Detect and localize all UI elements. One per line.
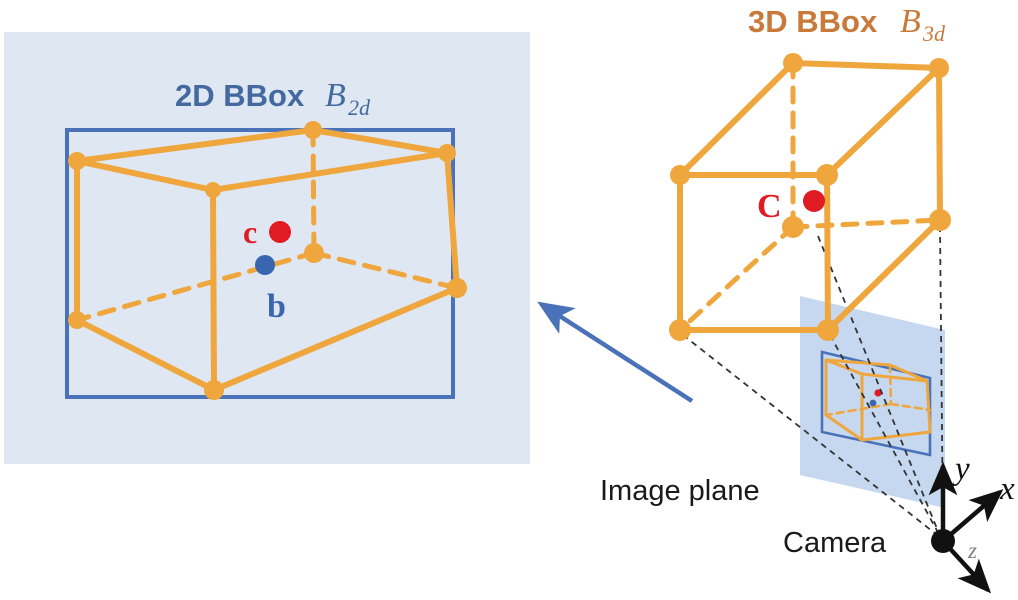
mini-edge-3: [824, 358, 864, 376]
ray-from-front-bottom-right: [829, 334, 942, 539]
image-plane-mini-scene: [820, 350, 932, 457]
vertex3d-back-bottom-right: [929, 209, 951, 231]
axis-x-arrow: [941, 489, 1004, 543]
hidden-edge-vertical-back: [310, 127, 317, 256]
left-panel-title: 2D BBox: [175, 78, 305, 113]
ray-from-center: [817, 235, 941, 537]
edge-bottom-front-right: [211, 285, 460, 393]
axis-z-arrow: [941, 539, 992, 594]
vertex3d-front-top-left: [670, 165, 690, 185]
camera-axes: [928, 461, 1004, 594]
edge-bottom-left-front: [74, 317, 217, 393]
mini-edge-7: [925, 379, 932, 434]
right-3d-panel: 3D BBox B 3d C Image plane Camera x y z: [600, 3, 1015, 594]
edge-top-front-right: [210, 150, 450, 193]
axis-x-label: x: [999, 471, 1015, 507]
mini-cube-edges: [824, 358, 932, 442]
projected-bottom-dot: [255, 255, 275, 275]
vertex-front-bottom-left: [68, 311, 86, 329]
image-plane-label: Image plane: [600, 475, 760, 507]
camera-label: Camera: [783, 527, 887, 559]
mini-edge-8: [824, 413, 864, 442]
mini-hidden-1: [888, 363, 893, 406]
left-panel-title-symbol: B: [325, 77, 346, 114]
edge3d-top-right-diag: [824, 65, 942, 178]
vertex3d-back-top-left: [783, 53, 803, 73]
right-panel-title-subscript: 3d: [922, 21, 946, 46]
mini-projected-center-dot: [874, 389, 882, 397]
vertex-back-top-right: [438, 144, 456, 162]
cube-3d-visible-edges: [677, 60, 943, 333]
cube-3d-vertices: [669, 53, 951, 341]
vertex-back-bottom-right: [447, 278, 467, 298]
mini-hidden-2: [824, 402, 893, 417]
edge3d-front-right-vertical: [824, 172, 831, 333]
edge3d-top-back: [790, 60, 942, 71]
edge-right-vertical: [444, 150, 460, 291]
vertex-front-bottom-center: [204, 380, 224, 400]
vertex3d-front-bottom-right: [817, 319, 839, 341]
vertex-back-bottom-center: [304, 243, 324, 263]
mini-edge-9: [860, 430, 932, 442]
vertex-front-top-right: [205, 182, 221, 198]
cube-2d-vertices: [68, 121, 467, 400]
right-panel-title: 3D BBox: [748, 4, 878, 39]
cube-2d-visible-edges: [74, 127, 460, 393]
left-panel-title-subscript: 2d: [348, 95, 371, 120]
left-panel-background: [4, 32, 530, 464]
edge3d-bottom-right-diag: [825, 217, 943, 333]
edge3d-back-right-vertical: [936, 65, 943, 223]
edge-front-vertical: [210, 187, 217, 393]
axis-z-label: z: [967, 538, 977, 563]
hidden3d-edge-to-left: [677, 224, 796, 333]
vertex-back-top-left: [304, 121, 322, 139]
edge3d-top-left-diag: [677, 60, 796, 178]
cube-3d-hidden-edges: [677, 60, 943, 333]
hidden3d-edge-to-right: [790, 217, 943, 230]
projected-bottom-label: b: [267, 288, 286, 325]
vertex3d-back-bottom-center: [782, 216, 804, 238]
zoom-connector-arrow: [537, 301, 694, 403]
edge-top-left-back: [74, 127, 316, 164]
projected-center-dot: [269, 221, 291, 243]
vertex3d-front-top-right: [816, 164, 838, 186]
mini-edge-1: [824, 358, 892, 367]
axis-y-label: y: [952, 451, 970, 487]
left-2d-panel: 2D BBox B 2d c b: [4, 32, 530, 464]
hidden-edge-back-right: [311, 250, 460, 291]
right-panel-title-symbol: B: [900, 3, 921, 40]
mini-cube-hidden-edges: [824, 363, 932, 417]
mini-hidden-3: [889, 402, 932, 412]
center-3d-label: C: [757, 188, 782, 225]
vertex3d-back-top-right: [929, 58, 949, 78]
vertex-front-top-left: [68, 152, 86, 170]
center-3d-dot: [803, 190, 825, 212]
edge-top-front-left: [74, 158, 216, 193]
mini-projected-bottom-dot: [869, 399, 877, 407]
mini-bbox-2d-rectangle: [820, 350, 932, 457]
mini-edge-2: [888, 363, 929, 383]
mini-edge-4: [860, 372, 929, 383]
vertex3d-front-bottom-left: [669, 319, 691, 341]
projected-center-label: c: [243, 214, 257, 250]
edge-top-back-right: [310, 127, 450, 156]
